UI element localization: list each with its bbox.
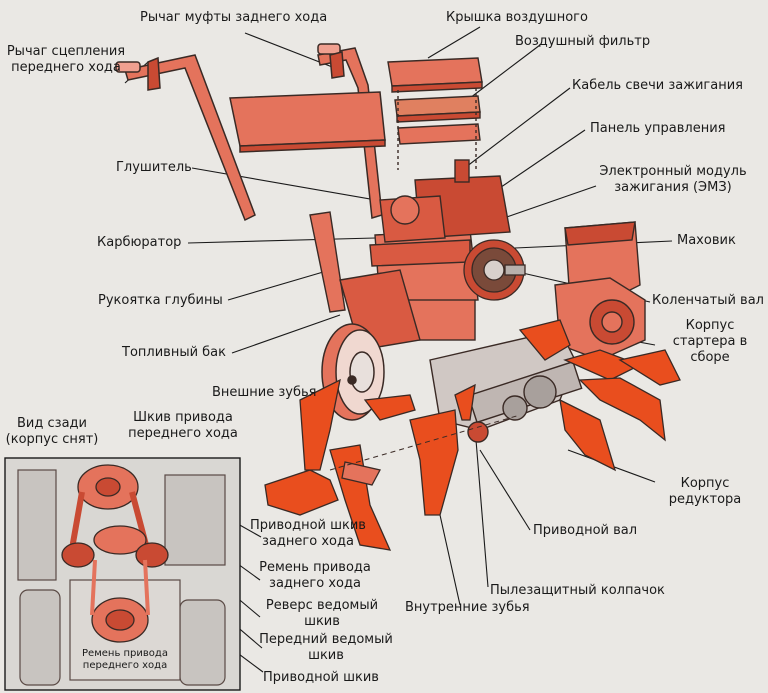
label-forward-drive-pulley: Шкив привода переднего хода	[128, 410, 238, 441]
label-starter-housing: Корпус стартера в сборе	[672, 318, 748, 365]
starter-housing	[554, 221, 646, 361]
label-reverse-clutch-lever: Рычаг муфты заднего хода	[140, 10, 328, 25]
label-dust-cap: Пылезащитный колпачок	[490, 583, 665, 598]
label-drive-shaft: Приводной вал	[533, 523, 638, 538]
label-ignition-module: Электронный модуль зажигания (ЭМЗ)	[599, 164, 747, 195]
label-reverse-drive-pulley: Приводной шкив заднего хода	[250, 518, 366, 549]
label-forward-clutch-lever: Рычаг сцепления переднего хода	[6, 44, 126, 75]
label-outer-tines: Внешние зубья	[212, 385, 317, 400]
handlebar-assembly	[115, 43, 386, 222]
label-drive-pulley: Приводной шкив	[263, 670, 379, 685]
flywheel	[463, 239, 526, 301]
label-reverse-driven-pulley: Реверс ведомый шкив	[265, 598, 379, 629]
label-depth-handle: Рукоятка глубины	[98, 293, 223, 308]
label-spark-plug-cable: Кабель свечи зажигания	[572, 78, 743, 93]
label-gearbox-housing: Корпус редуктора	[668, 476, 742, 507]
label-inner-tines: Внутренние зубья	[405, 600, 530, 615]
label-front-driven-pulley: Передний ведомый шкив	[259, 632, 393, 663]
label-carburetor: Карбюратор	[97, 235, 182, 250]
wheel	[321, 323, 385, 421]
label-muffler: Глушитель	[116, 160, 192, 175]
label-reverse-belt: Ремень привода заднего хода	[259, 560, 371, 591]
tines	[264, 319, 681, 551]
label-air-filter-cover: Крышка воздушного	[446, 10, 588, 25]
label-fuel-tank: Топливный бак	[122, 345, 226, 360]
label-flywheel: Маховик	[677, 233, 736, 248]
label-forward-belt-inset: Ремень привода переднего хода	[82, 648, 168, 671]
rear-view-inset	[4, 457, 241, 691]
label-crankshaft: Коленчатый вал	[652, 293, 764, 308]
label-air-filter: Воздушный фильтр	[515, 34, 651, 49]
axle-centerline	[329, 414, 521, 471]
air-filter-stack	[387, 57, 483, 170]
label-control-panel: Панель управления	[590, 121, 726, 136]
label-rear-view: Вид сзади (корпус снят)	[5, 416, 99, 447]
